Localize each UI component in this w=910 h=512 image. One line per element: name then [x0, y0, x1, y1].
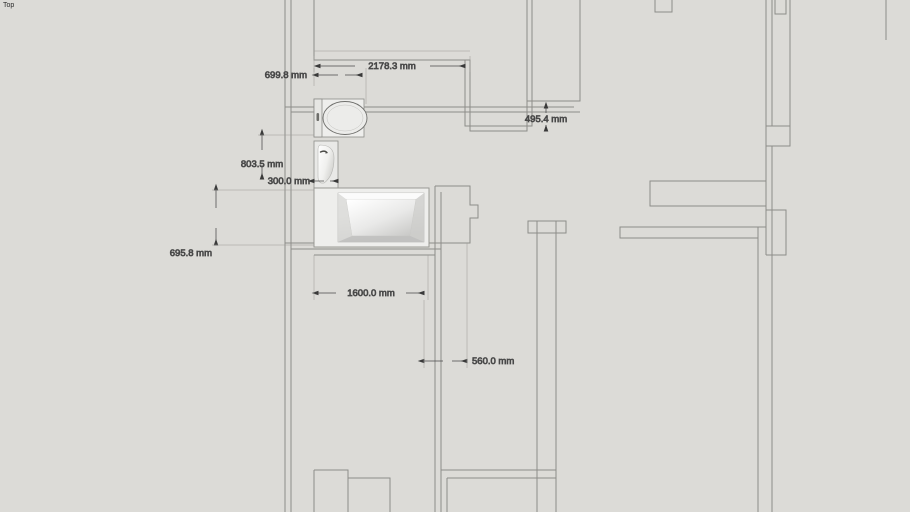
wall-top-room-strip — [527, 0, 581, 102]
wall-right-spur — [649, 0, 767, 226]
view-label: Top — [3, 2, 15, 9]
dimension-1600-label: 1600.0 mm — [347, 288, 395, 299]
wall-right-top-box — [654, 0, 673, 13]
dimension-300: 300.0 mm — [267, 176, 339, 187]
dimension-495: 495.4 mm — [525, 101, 568, 132]
wall-bottom-left-room-c — [348, 477, 391, 512]
dimension-2178-label: 2178.3 mm — [368, 61, 416, 72]
wall-topright-detail — [774, 0, 787, 15]
dimension-300-label: 300.0 mm — [268, 176, 310, 187]
dimension-803-label: 803.5 mm — [241, 159, 283, 170]
wall-right-notch-b — [766, 227, 787, 256]
dimension-495-label: 495.4 mm — [525, 114, 567, 125]
wall-notch-tub — [435, 185, 479, 244]
dimension-803: 803.5 mm — [241, 128, 314, 180]
wall-top-room-inner — [464, 0, 533, 127]
dimension-699-label: 699.8 mm — [265, 70, 307, 81]
wall-right-notch — [766, 209, 787, 227]
wall-column-cap — [527, 220, 567, 234]
wall-bottom-left-room-b — [314, 469, 349, 512]
dimension-2178: 2178.3 mm — [313, 50, 471, 72]
dimension-695: 695.8 mm — [169, 183, 314, 259]
wall-top-room — [313, 0, 528, 132]
dimension-1600: 1600.0 mm — [311, 255, 429, 300]
wall-right-small-box — [766, 125, 791, 147]
fixture-toilet — [313, 98, 368, 138]
dimension-695-label: 695.8 mm — [170, 248, 212, 259]
fixture-bathtub — [313, 187, 430, 248]
dimension-560: 560.0 mm — [417, 243, 515, 368]
dimension-699: 699.8 mm — [264, 68, 367, 104]
dimension-560-label: 560.0 mm — [472, 356, 514, 367]
